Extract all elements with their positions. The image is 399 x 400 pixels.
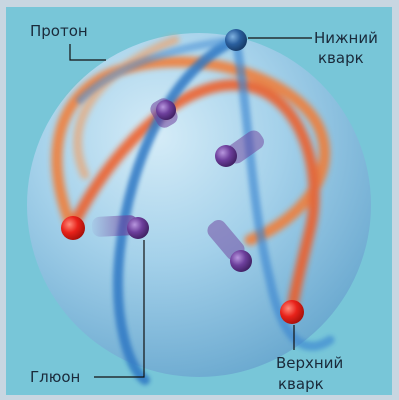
orbit-blue-2	[231, 35, 335, 351]
orbit-blue-3	[76, 36, 240, 104]
up-quark-particle-2	[280, 300, 304, 324]
leader-lines	[69, 37, 312, 378]
gluon-particle-1	[127, 217, 149, 239]
down-quark-particle	[225, 29, 247, 51]
proton-label: Протон	[30, 22, 88, 40]
proton-sphere	[27, 33, 371, 377]
up-quark-label-line1: Верхний	[276, 354, 343, 372]
gluon-leader	[94, 240, 145, 378]
gluon-particle-2	[156, 100, 176, 120]
down-quark-label-line2: кварк	[318, 49, 364, 67]
down-quark-label-line1: Нижний	[314, 29, 378, 47]
proton-leader	[69, 44, 106, 61]
gluon-tail-1	[91, 215, 139, 237]
gluon-label: Глюон	[30, 368, 80, 386]
orbit-orange-3	[73, 35, 180, 180]
orange-orbits	[51, 35, 330, 316]
up-quark-label-line2: кварк	[278, 375, 324, 393]
gluon-particle-4	[230, 250, 252, 272]
gluon-particle-3	[215, 145, 237, 167]
up-quark-particle-1	[61, 216, 85, 240]
gluon-tail-4	[207, 219, 245, 261]
orbit-orange-2	[66, 79, 320, 316]
